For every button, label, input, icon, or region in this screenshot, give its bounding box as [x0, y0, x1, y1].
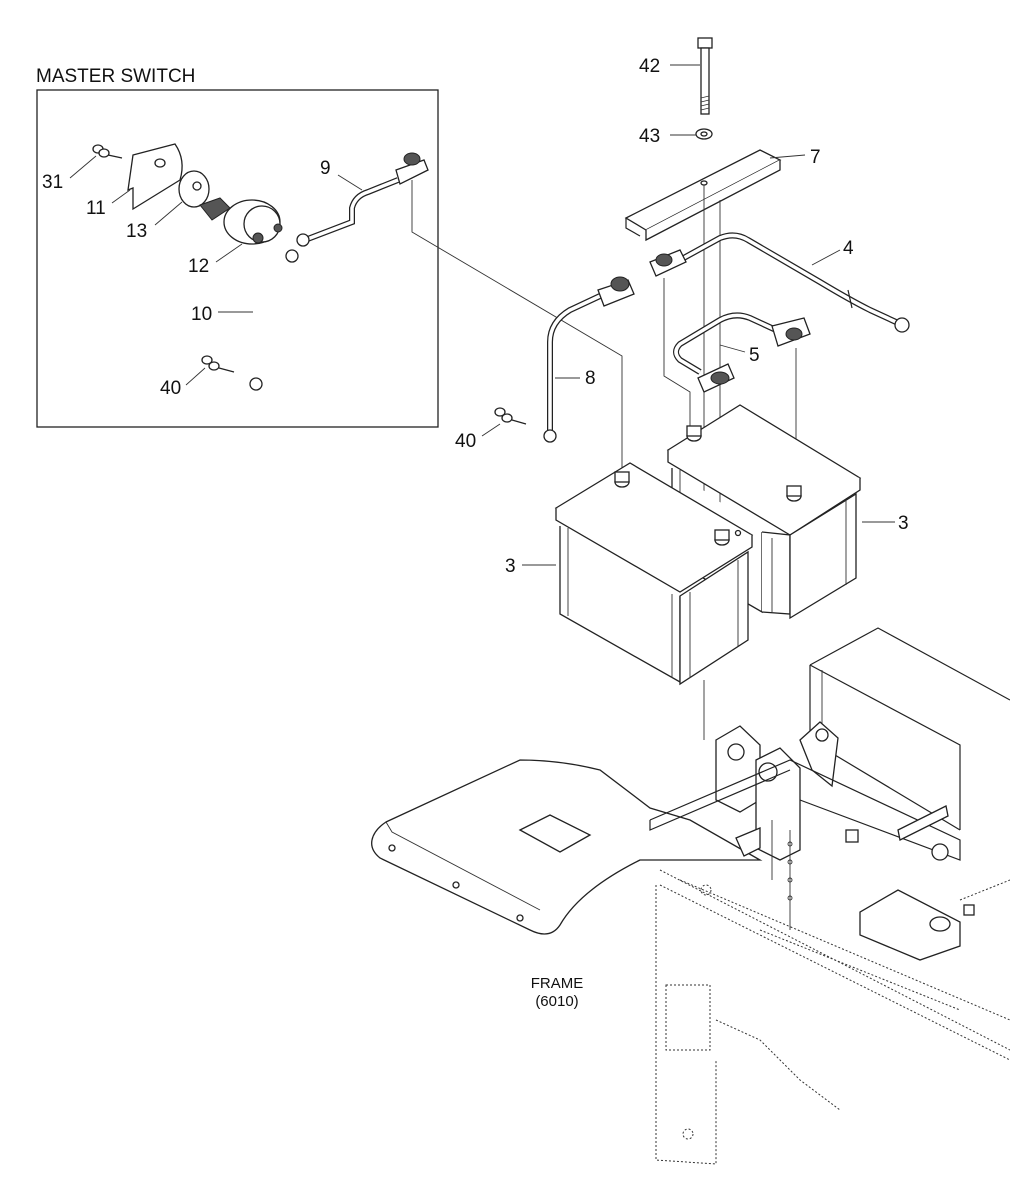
callout-40-main: 40 [455, 431, 476, 452]
inset-title: MASTER SWITCH [36, 66, 195, 87]
frame-code: (6010) [535, 993, 578, 1010]
master-switch-12 [199, 197, 283, 245]
plate-11 [127, 143, 183, 211]
callout-3-front: 3 [505, 556, 516, 577]
callout-40-inset: 40 [160, 378, 181, 399]
routing-line-9 [411, 180, 623, 470]
frame-structure [371, 627, 1010, 1165]
callout-5: 5 [749, 345, 760, 366]
washer-43 [695, 128, 713, 140]
bolt-40-inset [201, 355, 235, 373]
cable-5 [673, 312, 811, 480]
frame-label: FRAME [531, 975, 584, 992]
callout-3-rear: 3 [898, 513, 909, 534]
callout-12: 12 [188, 256, 209, 277]
cable-9 [296, 152, 429, 247]
callout-7: 7 [810, 147, 821, 168]
washer-13 [178, 170, 210, 208]
callout-8: 8 [585, 368, 596, 389]
bolt-42 [697, 37, 713, 115]
hold-down-bracket-7 [624, 149, 782, 242]
callout-9: 9 [320, 158, 331, 179]
inset-border [36, 89, 439, 428]
cable-10 [249, 249, 299, 391]
bolt-40-main [494, 407, 527, 425]
callout-10: 10 [191, 304, 212, 325]
callout-31: 31 [42, 172, 63, 193]
cable-8 [543, 276, 635, 443]
callout-4: 4 [843, 238, 854, 259]
callout-43: 43 [639, 126, 660, 147]
callout-11: 11 [86, 198, 106, 219]
cable-4 [649, 232, 910, 428]
callout-42: 42 [639, 56, 660, 77]
bolt-31 [92, 144, 123, 159]
master-switch-inset: MASTER SWITCH [36, 66, 439, 428]
battery-3-front [554, 462, 754, 686]
callout-13: 13 [126, 221, 147, 242]
